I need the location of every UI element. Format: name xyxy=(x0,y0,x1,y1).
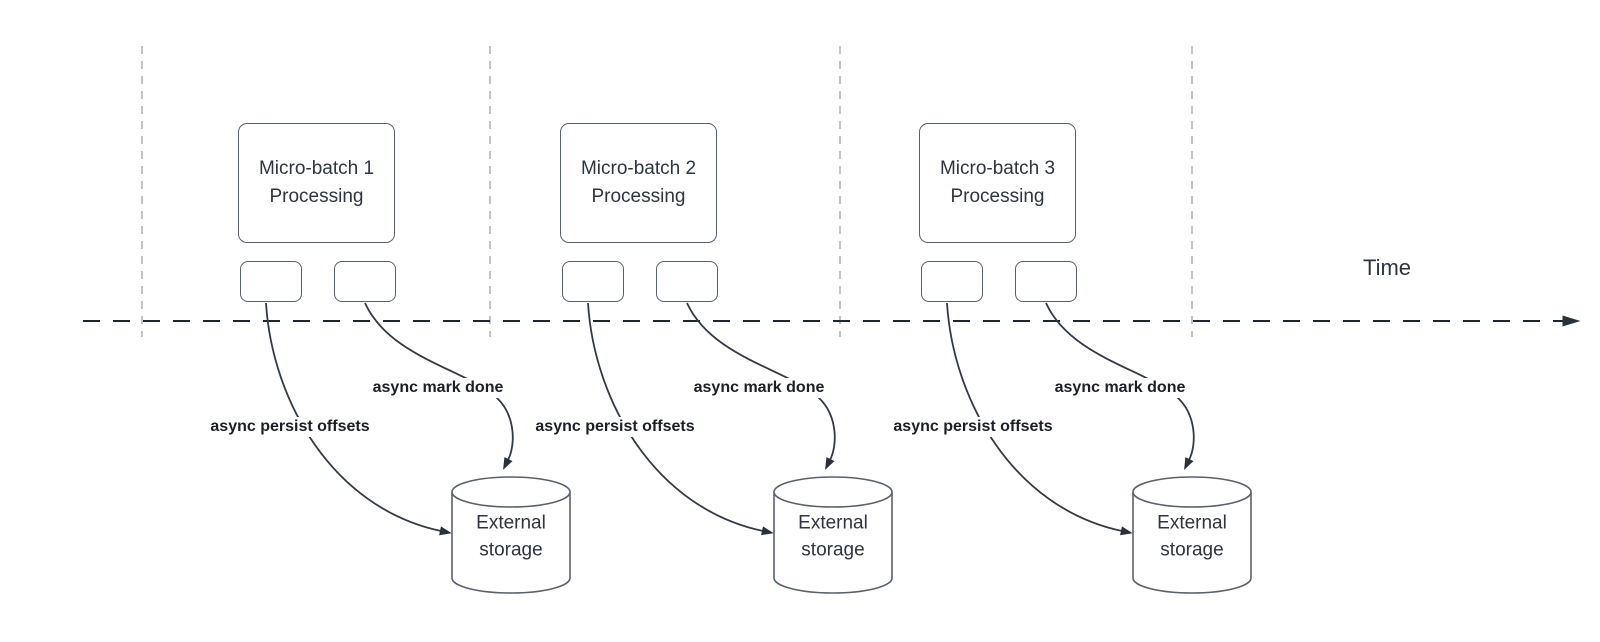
time-axis-label: Time xyxy=(1362,255,1412,280)
external-storage-cylinder xyxy=(451,476,571,594)
batch-group-3-shapes xyxy=(946,302,1252,594)
timeline-guide-lines xyxy=(141,46,1193,337)
offset-chip xyxy=(240,261,302,302)
batch-group-1-shapes xyxy=(265,302,571,594)
micro-batch-box-2: Micro-batch 2 Processing xyxy=(560,123,717,243)
commit-chip xyxy=(334,261,396,302)
external-storage-label: External storage xyxy=(476,512,546,560)
external-storage-label: External storage xyxy=(1157,512,1227,560)
persist-offsets-label: async persist offsets xyxy=(206,417,374,437)
external-storage-cylinder xyxy=(1132,476,1252,594)
mark-done-label: async mark done xyxy=(689,378,829,398)
persist-offsets-label: async persist offsets xyxy=(889,417,1057,437)
commit-chip xyxy=(1015,261,1077,302)
external-storage-cylinder xyxy=(773,476,893,594)
external-storage-label: External storage xyxy=(798,512,868,560)
batch-group-2-shapes xyxy=(587,302,893,594)
mark-done-label: async mark done xyxy=(368,378,508,398)
offset-chip xyxy=(562,261,624,302)
persist-offsets-arrow xyxy=(265,302,452,536)
commit-chip xyxy=(656,261,718,302)
persist-offsets-arrow xyxy=(946,302,1133,536)
offset-chip xyxy=(921,261,983,302)
micro-batch-box-3: Micro-batch 3 Processing xyxy=(919,123,1076,243)
persist-offsets-arrow xyxy=(587,302,774,536)
mark-done-label: async mark done xyxy=(1050,378,1190,398)
persist-offsets-label: async persist offsets xyxy=(531,417,699,437)
micro-batch-box-1: Micro-batch 1 Processing xyxy=(238,123,395,243)
